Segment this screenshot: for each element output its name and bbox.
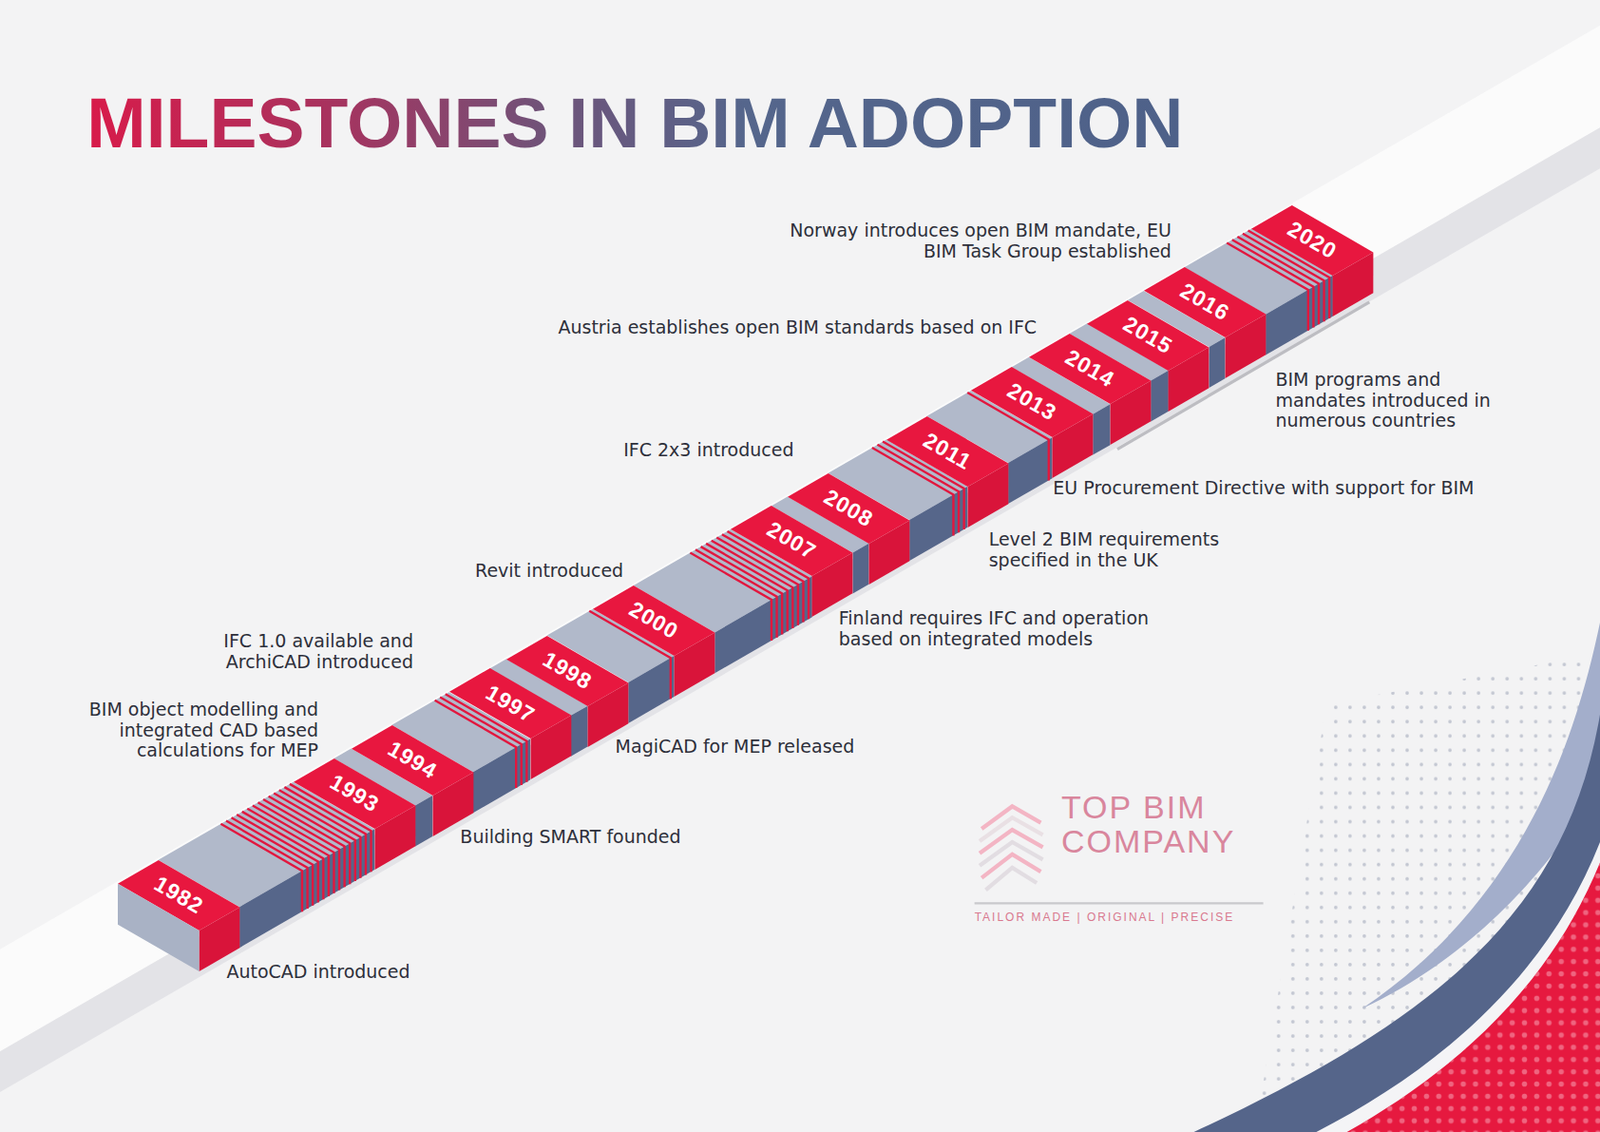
year-block: 2020 <box>1251 205 1373 317</box>
year-block: 1993 <box>293 758 416 870</box>
year-block: 2016 <box>1143 266 1266 379</box>
block-side <box>868 519 910 585</box>
milestone-note: MagiCAD for MEP released <box>615 736 943 758</box>
segment-side <box>1150 370 1169 422</box>
red-swoosh-dots <box>1347 861 1600 1132</box>
block-side <box>587 682 629 747</box>
segment-side <box>1092 403 1110 455</box>
block-shape <box>592 585 715 697</box>
dot-texture <box>1173 632 1600 1132</box>
red-swoosh <box>1347 861 1600 1132</box>
year-block: 1994 <box>351 724 474 837</box>
year-block: 2011 <box>886 416 1009 528</box>
logo-icon <box>979 805 1044 890</box>
block-shape <box>971 366 1093 478</box>
logo-text: TOP BIM COMPANY <box>1061 790 1215 858</box>
block-side <box>967 462 1009 528</box>
block-shape <box>886 416 1009 528</box>
segment-side <box>571 705 589 757</box>
milestone-note: AutoCAD introduced <box>226 961 492 983</box>
block-shape <box>293 758 416 870</box>
block-side <box>198 906 240 972</box>
segment-side <box>1265 275 1334 356</box>
year-block: 2000 <box>592 585 715 697</box>
title: MILESTONES IN BIM ADOPTION <box>86 87 1183 159</box>
milestone-note: Level 2 BIM requirements specified in th… <box>989 529 1263 572</box>
block-shape <box>1028 333 1151 445</box>
milestone-note: IFC 1.0 available and ArchiCAD introduce… <box>198 630 414 673</box>
segment-side <box>853 543 870 594</box>
block-side <box>1224 314 1266 380</box>
white-gap <box>1315 841 1600 1132</box>
block-side <box>530 715 572 781</box>
milestone-note: BIM programs and mandates introduced in … <box>1275 369 1519 433</box>
segment-side <box>1209 337 1226 388</box>
year-block: 2008 <box>787 473 910 585</box>
milestone-note: Norway introduces open BIM mandate, EU B… <box>762 220 1172 263</box>
block-shape <box>351 724 474 837</box>
slate-swoosh <box>1194 714 1600 1132</box>
milestone-note: BIM object modelling and integrated CAD … <box>46 699 319 762</box>
block-side <box>1109 380 1151 445</box>
year-block: 1998 <box>506 635 629 747</box>
block-shape <box>506 635 629 747</box>
milestone-note: Finland requires IFC and operation based… <box>838 608 1207 650</box>
block-side <box>1333 251 1374 317</box>
block-shape <box>1251 205 1373 317</box>
year-block: 1982 <box>117 859 240 972</box>
block-side <box>1168 346 1210 412</box>
block-side <box>674 631 716 697</box>
milestone-note: Revit introduced <box>378 560 624 582</box>
segment-side <box>1008 437 1052 504</box>
milestone-note: Austria establishes open BIM standards b… <box>485 317 1037 339</box>
block-side <box>1051 414 1093 479</box>
segment-side <box>415 795 433 846</box>
block-shape <box>787 473 910 585</box>
block-side <box>812 552 854 618</box>
block-side <box>432 771 474 837</box>
slice-stripe <box>220 823 303 912</box>
milestone-note: Building SMART founded <box>459 826 787 848</box>
block-side <box>374 804 416 870</box>
year-block: 2013 <box>971 366 1093 478</box>
logo-rule <box>974 901 1264 904</box>
milestone-note: EU Procurement Directive with support fo… <box>1052 477 1583 499</box>
segment-side <box>628 655 674 724</box>
block-shape <box>1143 266 1266 379</box>
year-block: 2014 <box>1028 333 1151 445</box>
block-shape <box>117 859 240 972</box>
milestone-note: IFC 2x3 introduced <box>487 439 794 461</box>
logo-tagline: TAILOR MADE | ORIGINAL | PRECISE <box>974 910 1302 924</box>
